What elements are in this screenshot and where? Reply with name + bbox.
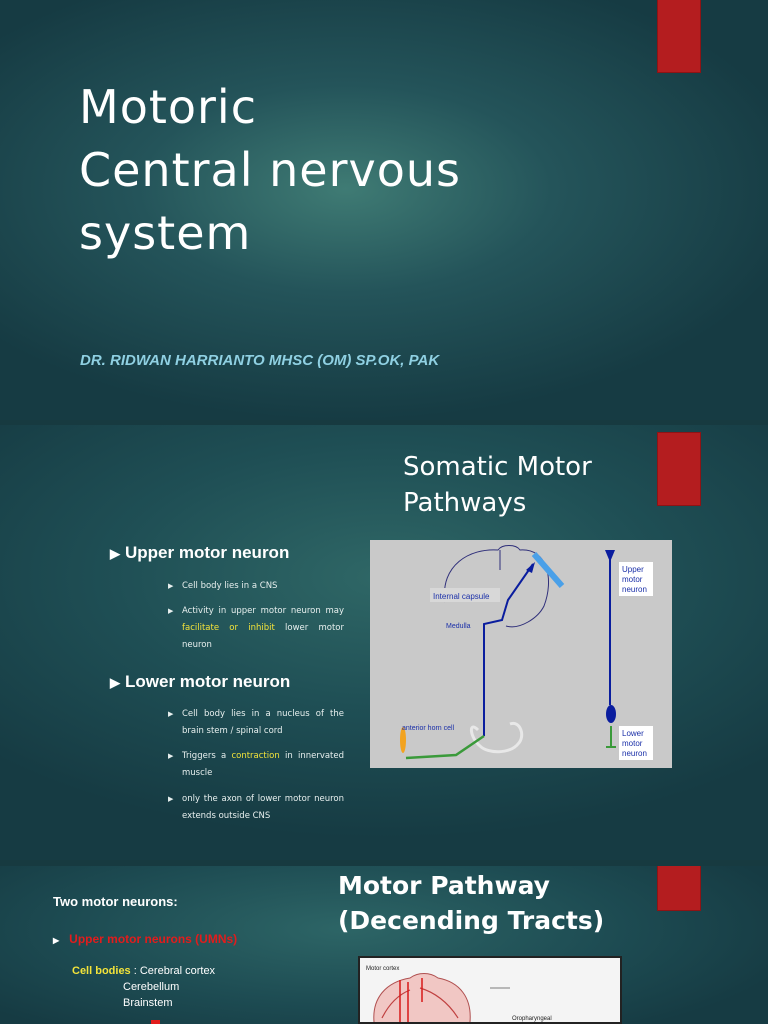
cell-item: Cerebellum xyxy=(123,981,180,993)
cell-bodies-label: Cell bodies : Cerebral cortex xyxy=(72,965,216,977)
bullet-item: ▶ Activity in upper motor neuron may fac… xyxy=(168,603,344,654)
lower-heading: ▶Lower motor neuron xyxy=(110,672,291,691)
brain-outline xyxy=(444,545,550,628)
muscle-icon xyxy=(400,727,406,753)
legend-lower-text: neuron xyxy=(622,749,647,758)
tract-arrow-icon xyxy=(526,562,535,573)
upper-heading: ▶Upper motor neuron xyxy=(110,543,290,562)
cell-item: Brainstem xyxy=(123,997,173,1009)
bullet-arrow-icon: ▶ xyxy=(168,752,174,760)
lower-tract xyxy=(405,734,485,760)
red-marker xyxy=(151,1020,160,1024)
capsule-label-bg xyxy=(430,588,500,602)
oropharyngeal-label: Oropharyngeal xyxy=(512,1016,552,1022)
medulla-label: Medulla xyxy=(446,623,471,630)
slide-title: Motor Pathway (Decending Tracts) xyxy=(338,868,638,938)
brain-figure: Motor cortex Oropharyngeal xyxy=(366,966,552,1023)
anterior-horn-label: anterior horn cell xyxy=(402,725,455,732)
bullet-arrow-icon: ▶ xyxy=(110,675,120,690)
title-slide: Motoric Central nervous system DR. RIDWA… xyxy=(0,0,768,420)
motor-pathway-diagram: Internal capsule Medulla anterior horn c… xyxy=(370,540,672,768)
legend-upper-text: Upper xyxy=(622,565,644,574)
slide-title: Motoric Central nervous system xyxy=(79,76,599,265)
accent-bar xyxy=(658,0,700,72)
cortex-region xyxy=(531,552,565,588)
title-line: Pathways xyxy=(403,488,527,518)
spinal-cord xyxy=(470,721,524,754)
bullet-item: ▶ Cell body lies in a nucleus of the bra… xyxy=(168,706,344,740)
motor-cortex-figure: Motor cortex Oropharyngeal xyxy=(358,956,622,1024)
bullet-item: ▶ Triggers a contraction in innervated m… xyxy=(168,748,344,782)
bullet-arrow-icon: ▶ xyxy=(168,710,174,718)
two-motor-label: Two motor neurons: xyxy=(53,894,178,909)
title-line: Central nervous xyxy=(79,143,461,197)
accent-bar xyxy=(658,433,700,505)
title-line: Motor Pathway xyxy=(338,871,550,900)
bullet-arrow-icon: ▶ xyxy=(53,936,60,945)
legend-upper-box xyxy=(619,562,653,596)
upper-tract xyxy=(483,563,534,736)
legend-lower-box xyxy=(619,726,653,760)
title-line: Somatic Motor xyxy=(403,452,592,482)
title-line: (Decending Tracts) xyxy=(338,906,605,935)
bullet-arrow-icon: ▶ xyxy=(168,582,174,590)
legend-upper-text: motor xyxy=(622,575,643,584)
legend-cell-body xyxy=(606,705,616,723)
bullet-arrow-icon: ▶ xyxy=(110,546,120,561)
title-line: Motoric xyxy=(79,80,257,134)
title-line: system xyxy=(79,206,252,260)
internal-capsule-label: Internal capsule xyxy=(433,592,490,601)
motor-pathway-slide: Motor Pathway (Decending Tracts) Two mot… xyxy=(0,866,768,1024)
author-line: DR. RIDWAN HARRIANTO MHSC (OM) SP.OK, PA… xyxy=(80,352,440,369)
accent-bar xyxy=(658,866,700,910)
bullet-arrow-icon: ▶ xyxy=(168,607,174,615)
bullet-item: ▶ Cell body lies in a CNS xyxy=(168,578,344,595)
legend-upper-text: neuron xyxy=(622,585,647,594)
bullet-arrow-icon: ▶ xyxy=(168,795,174,803)
somatic-slide: Somatic Motor Pathways ▶Upper motor neur… xyxy=(0,425,768,860)
legend-lower-text: Lower xyxy=(622,729,644,738)
bullet-item: ▶ only the axon of lower motor neuron ex… xyxy=(168,791,344,825)
pathway-figure: Internal capsule Medulla anterior horn c… xyxy=(400,545,653,760)
umn-item: ▶Upper motor neurons (UMNs) xyxy=(53,932,238,946)
slide-title: Somatic Motor Pathways xyxy=(403,449,643,521)
motor-cortex-label: Motor cortex xyxy=(366,966,399,972)
legend-lower-text: motor xyxy=(622,739,643,748)
legend-arrow-icon xyxy=(605,550,615,562)
